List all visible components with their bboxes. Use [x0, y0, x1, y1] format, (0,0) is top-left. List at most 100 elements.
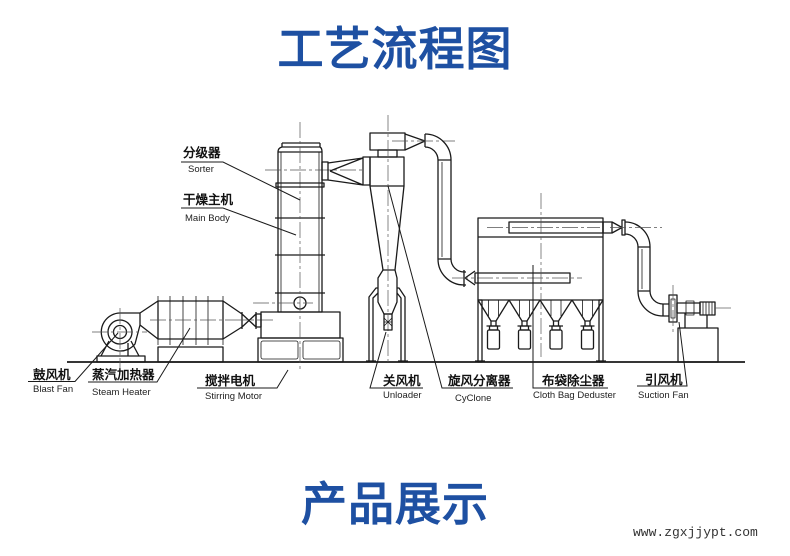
- dryer-footing: [257, 337, 344, 363]
- sorter-outlet-duct: [327, 157, 364, 186]
- hopper-cone: [477, 299, 510, 322]
- dryer-top-cap: [277, 142, 323, 153]
- leader-line: [28, 332, 119, 382]
- fan-motor-supports: [684, 313, 708, 328]
- callout-label-cn: 旋风分离器: [447, 373, 511, 388]
- hopper-bag-lines: [550, 300, 562, 316]
- callout-label-en: CyClone: [455, 393, 491, 404]
- dryer-footing-left: [260, 340, 299, 360]
- unloader: [366, 269, 408, 362]
- heater-support: [157, 346, 224, 363]
- leader-line: [532, 265, 608, 389]
- deduster-hopper: [539, 299, 573, 350]
- hopper-bag-lines: [488, 300, 499, 316]
- blast-fan-base: [96, 355, 146, 363]
- section-title: 产品展示: [301, 477, 489, 531]
- unloader-support-frame: [368, 287, 406, 362]
- sorter-band: [275, 182, 325, 188]
- fan-coupling: [685, 300, 695, 316]
- cyclone-top-box: [369, 132, 406, 151]
- callout-steam-heater: 蒸汽加热器 Steam Heater: [88, 327, 191, 398]
- deduster-hopper: [508, 299, 541, 350]
- cyclone-to-deduster-duct: [424, 133, 582, 287]
- hopper-bin: [580, 329, 595, 350]
- hopper-flange: [549, 321, 563, 327]
- sorter-outlet-flange: [321, 161, 329, 181]
- deduster-hopper: [477, 299, 510, 350]
- callout-label-cn: 蒸汽加热器: [92, 367, 155, 382]
- heater-inlet-cone: [139, 300, 159, 340]
- callout-label-cn: 关风机: [383, 373, 421, 388]
- fan-base: [677, 327, 719, 363]
- fan-duct-inner-wall: [624, 233, 669, 317]
- callout-label-cn: 干燥主机: [183, 192, 234, 207]
- callout-label-cn: 引风机: [645, 372, 683, 387]
- hopper-flange: [517, 321, 532, 327]
- callout-label-en: Unloader: [383, 390, 422, 401]
- leader-line: [369, 331, 423, 389]
- callout-label-en: Sorter: [188, 164, 214, 175]
- unloader-valve-hatch: [383, 317, 393, 327]
- callout-sorter: 分级器 Sorter: [181, 145, 301, 201]
- callout-label-en: Suction Fan: [638, 390, 689, 401]
- leader-line: [197, 369, 289, 389]
- leader-line: [387, 185, 513, 389]
- hopper-flange: [486, 321, 501, 327]
- cyclone-neck: [377, 149, 398, 158]
- suction-fan: [668, 285, 731, 363]
- leader-line: [181, 207, 297, 236]
- deduster-leg-left: [477, 299, 483, 363]
- valve-butterfly: [241, 312, 257, 329]
- hopper-cone: [539, 299, 573, 322]
- callout-suction-fan: 引风机 Suction Fan: [637, 321, 689, 401]
- callout-label-en: Blast Fan: [33, 384, 73, 395]
- dryer-column-inner-walls: [280, 152, 320, 312]
- duct-bands: [438, 159, 465, 287]
- hopper-flange: [580, 321, 595, 327]
- callout-main-body: 干燥主机 Main Body: [181, 192, 297, 236]
- callout-unloader: 关风机 Unloader: [369, 331, 423, 401]
- cloth-bag-deduster: [474, 193, 606, 363]
- heater-fins: [157, 296, 224, 345]
- hot-air-valve: [232, 312, 274, 329]
- fan-duct-bands: [638, 246, 664, 316]
- deduster-inlet-tube: [474, 272, 571, 284]
- duct-inner-wall: [424, 146, 466, 286]
- fan-motor: [699, 301, 716, 316]
- deduster-to-fan-duct: [602, 219, 669, 317]
- cyclone: [362, 115, 455, 362]
- page-title: 工艺流程图: [277, 22, 513, 76]
- deduster-housing: [477, 217, 604, 301]
- blast-fan-housing: [100, 312, 141, 352]
- dryer-footing-right: [302, 340, 341, 360]
- blast-fan: [92, 308, 147, 368]
- fan-motor-ribs: [702, 302, 713, 315]
- leader-line: [181, 161, 301, 201]
- steam-heater: [139, 296, 243, 363]
- hopper-bin: [549, 329, 563, 350]
- callout-label-en: Main Body: [185, 213, 230, 224]
- duct-outer-wall: [424, 133, 466, 273]
- callout-cyclone: 旋风分离器 CyClone: [387, 185, 513, 404]
- fan-duct-outer-wall: [624, 221, 669, 305]
- callout-stirring-motor: 搅拌电机 Stirring Motor: [197, 369, 289, 402]
- callout-label-cn: 鼓风机: [33, 367, 71, 382]
- cyclone-outlet-funnel: [404, 133, 426, 151]
- callout-label-en: Stirring Motor: [205, 391, 262, 402]
- callout-cloth-bag-deduster: 布袋除尘器 Cloth Bag Deduster: [532, 265, 616, 401]
- drying-main-body: [253, 122, 344, 372]
- cyclone-cylinder: [369, 156, 405, 187]
- leader-line: [88, 327, 191, 383]
- callout-label-cn: 布袋除尘器: [542, 373, 605, 388]
- dryer-base-chamber: [260, 311, 341, 339]
- watermark: www.zgxjjypt.com: [633, 525, 758, 540]
- deduster-leg-right: [598, 299, 604, 363]
- valve-flange: [255, 313, 262, 328]
- callout-label-en: Cloth Bag Deduster: [533, 390, 616, 401]
- leader-line: [637, 321, 688, 387]
- callout-label-en: Steam Heater: [92, 387, 151, 398]
- callout-label-cn: 搅拌电机: [205, 373, 256, 388]
- hopper-bin: [486, 329, 501, 350]
- callout-label-cn: 分级器: [183, 145, 221, 160]
